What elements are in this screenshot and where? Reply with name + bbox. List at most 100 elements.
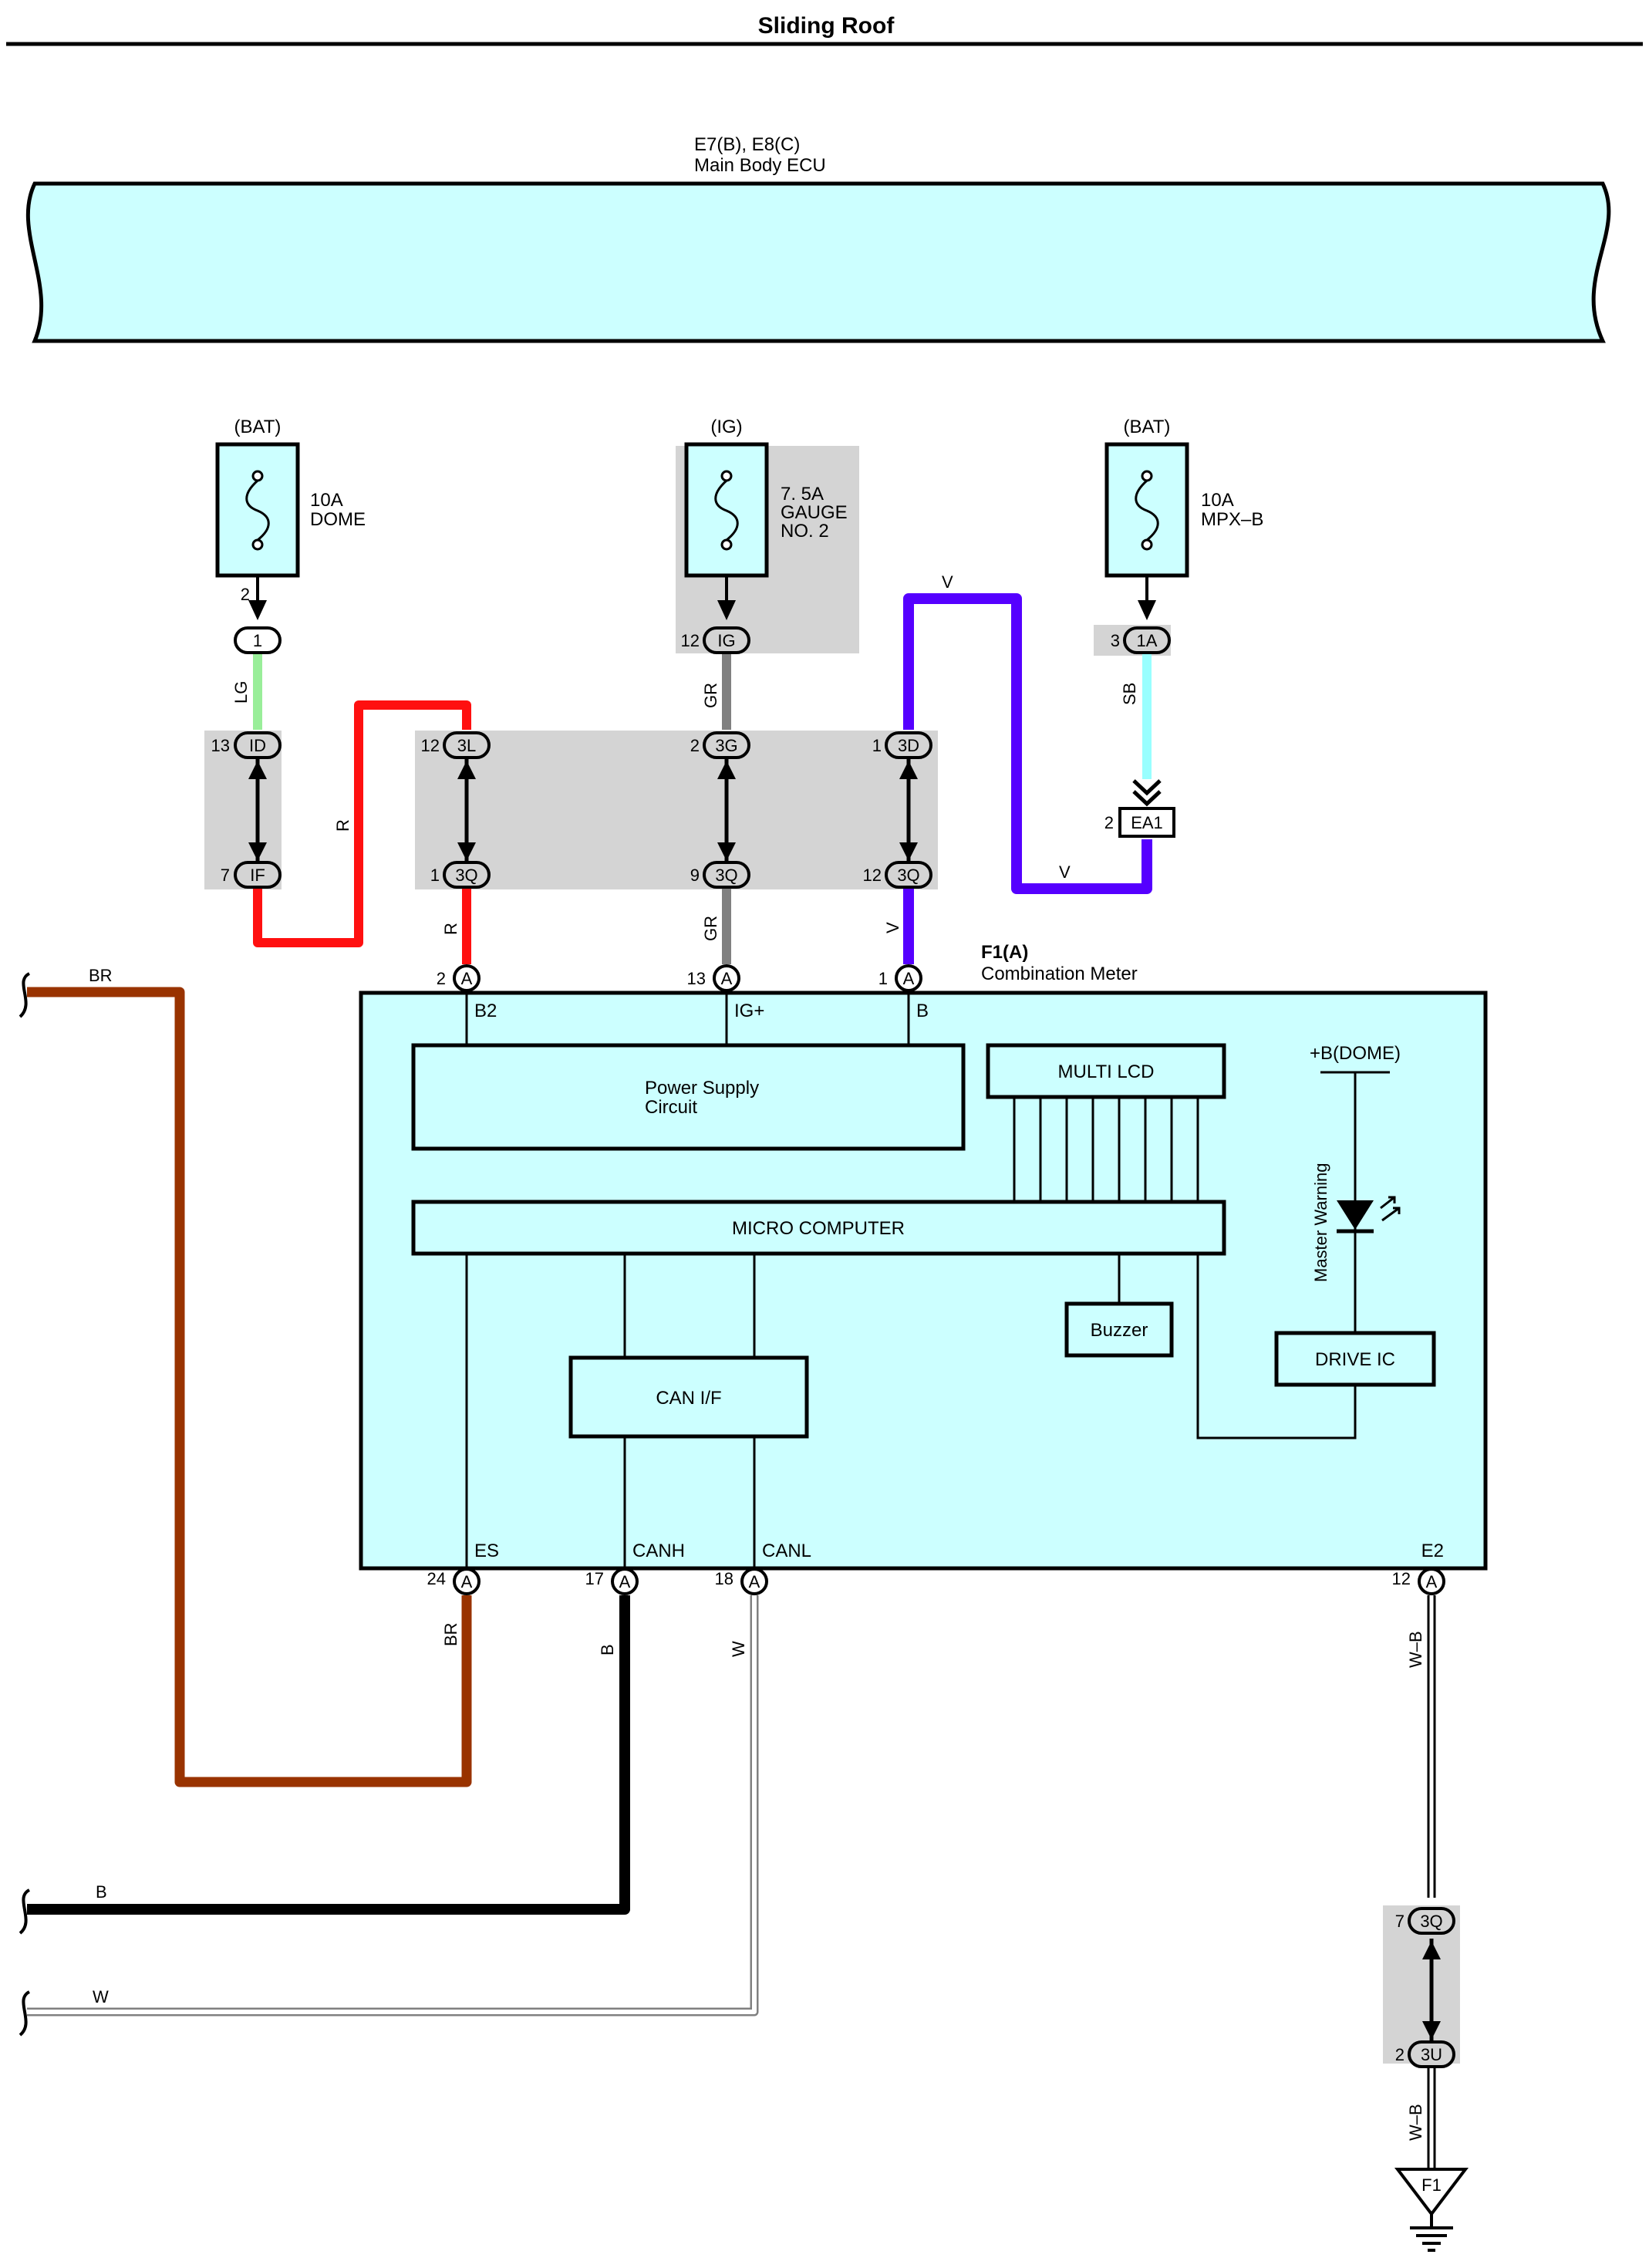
term-a-es-label: A (461, 1572, 473, 1591)
term-a-es-circle (453, 1568, 481, 1595)
conn-3g: 3G (703, 731, 750, 759)
conn-1a-label: 1A (1137, 631, 1158, 650)
break-mark-br (19, 972, 31, 1018)
term-a-canh-label: A (619, 1572, 631, 1591)
junction-block-shade (415, 731, 938, 889)
fuse-gauge-term-top (720, 470, 733, 482)
fuse-mpx-b-term-bottom (1141, 538, 1153, 551)
pin-canh: 17 (585, 1569, 604, 1588)
power-supply-box (411, 1043, 966, 1151)
conn-3u-pill (1408, 2040, 1455, 2068)
arrow-3q1-down (457, 842, 476, 861)
pin-3d: 1 (872, 736, 882, 755)
term-a-igp: A (713, 964, 740, 992)
drive-ic-label: DRIVE IC (1315, 1349, 1395, 1370)
conn-ea1: EA1 (1118, 807, 1175, 838)
conn-ig-label: IG (717, 631, 735, 650)
conn-3q-a-label: 3Q (455, 866, 477, 885)
buzzer-label: Buzzer (1091, 1320, 1148, 1341)
pin-numbers: 2 13 7 12 1 12 2 9 1 12 3 2 2 13 1 24 17… (211, 585, 1411, 2064)
master-warning-led-icon (1337, 1196, 1401, 1234)
pin-3u: 2 (1395, 2045, 1405, 2064)
conn-3l-label: 3L (457, 736, 476, 755)
ea1-chevron (1132, 779, 1162, 807)
can-if-box (568, 1355, 809, 1439)
micro-computer-box (411, 1200, 1226, 1256)
fuse-gauge-name-1: GAUGE (781, 502, 848, 523)
conn-ig: IG (703, 626, 750, 654)
label-sb: SB (1120, 683, 1139, 705)
fuse-dome-name: DOME (310, 509, 366, 530)
fuse-dome: (BAT) 10A DOME (215, 417, 366, 578)
conn-3d-label: 3D (898, 736, 919, 755)
term-a-canl-label: A (749, 1572, 760, 1591)
break-mark-w (19, 1990, 31, 2037)
pin-3l: 12 (421, 736, 440, 755)
fuse-mpx-b-rating: 10A (1201, 490, 1234, 511)
pin-ea1: 2 (1104, 813, 1114, 832)
conn-id-label: ID (249, 736, 266, 755)
conn-id-pill (234, 731, 282, 759)
conn-3q-b-label: 3Q (715, 866, 737, 885)
meter-terminal-circles: A A A A A A A (453, 964, 1445, 1595)
pin-3g: 2 (690, 736, 700, 755)
conn-id: ID (234, 731, 282, 759)
conn-3q-g: 3Q (1408, 1907, 1455, 1935)
arrow-3u-down (1422, 2021, 1441, 2040)
wire-r (253, 700, 471, 947)
terminal-canl: CANL (762, 1541, 811, 1561)
conn-3q-b-pill (703, 861, 750, 889)
conn-3g-label: 3G (715, 736, 737, 755)
conn-3q-c-label: 3Q (897, 866, 919, 885)
conn-ea1-box (1118, 807, 1175, 838)
terminal-igp: IG+ (734, 1001, 764, 1021)
term-a-b: A (895, 964, 922, 992)
conn-3q-c-pill (885, 861, 932, 889)
terminal-b2: B2 (474, 1001, 497, 1021)
label-gr-1: GR (701, 683, 720, 708)
dome-supply-label: +B(DOME) (1310, 1043, 1401, 1064)
label-v-1: V (942, 572, 953, 592)
fuse-gauge-term-bottom (720, 538, 733, 551)
diagram-title: Sliding Roof (758, 13, 895, 39)
fuse-mpx-b-element (1135, 479, 1159, 542)
conn-1a: 1A (1123, 626, 1171, 654)
terminal-b: B (916, 1001, 929, 1021)
term-a-igp-circle (713, 964, 740, 992)
arrow-fuse3-down (1138, 600, 1156, 620)
ground-label: F1 (1421, 2175, 1442, 2195)
fuse-mpx-b-source: (BAT) (1124, 417, 1171, 437)
term-a-e2: A (1418, 1568, 1445, 1595)
pin-if: 7 (221, 866, 230, 885)
conn-3q-a-pill (443, 861, 491, 889)
terminal-e2: E2 (1421, 1541, 1444, 1561)
conn-3d: 3D (885, 731, 932, 759)
pin-e2: 12 (1392, 1569, 1411, 1588)
term-a-e2-label: A (1426, 1572, 1438, 1591)
conn-3u: 3U (1408, 2040, 1455, 2068)
term-a-canh: A (611, 1568, 639, 1595)
conn-3l-pill (443, 731, 491, 759)
fuse-mpx-b: (BAT) 10A MPX–B (1104, 417, 1263, 578)
buzzer-box (1064, 1301, 1174, 1358)
term-a-b2-label: A (461, 969, 473, 988)
wire-labels: LG R R GR GR V V V SB BR BR B B W W W–B … (89, 572, 1425, 2141)
fuse-gauge-name-2: NO. 2 (781, 521, 829, 542)
pin-fuse1: 2 (241, 585, 250, 604)
conn-1: 1 (234, 626, 282, 654)
label-br-pin: BR (441, 1622, 460, 1646)
term-a-e2-circle (1418, 1568, 1445, 1595)
wire-br (27, 987, 472, 1787)
ecu-name: Main Body ECU (694, 155, 826, 176)
term-a-b-circle (895, 964, 922, 992)
term-a-b-label: A (903, 969, 915, 988)
ground-icon (1410, 2226, 1453, 2252)
conn-1a-pill (1123, 626, 1171, 654)
arrow-3q9-down (717, 842, 736, 861)
arrow-id-up (248, 761, 267, 779)
pin-es: 24 (427, 1569, 446, 1588)
conn-ea1-label: EA1 (1131, 813, 1163, 832)
fuse-mpx-b-term-top (1141, 470, 1153, 482)
pin-canl: 18 (715, 1569, 733, 1588)
conn-3l: 3L (443, 731, 491, 759)
